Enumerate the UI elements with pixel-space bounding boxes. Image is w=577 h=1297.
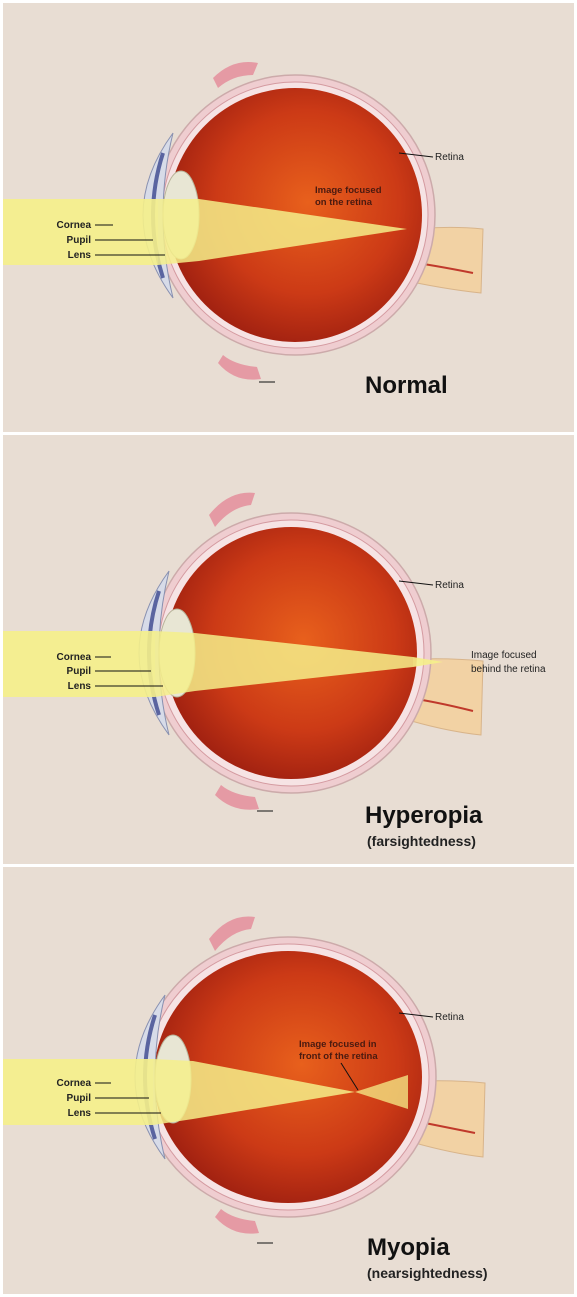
muscle-bottom [215, 785, 259, 810]
eye-diagram-hyperopia: Cornea Pupil Lens Retina Image focused b… [3, 435, 574, 864]
retina-label: Retina [435, 1012, 464, 1023]
focus-note-line2: on the retina [315, 197, 373, 208]
focus-note-line2: front of the retina [299, 1051, 378, 1062]
eye-diagram-normal: Cornea Pupil Lens Retina Image focused o… [3, 3, 574, 432]
focus-note-line2: behind the retina [471, 664, 546, 675]
muscle-bottom [218, 355, 261, 380]
retina-label: Retina [435, 580, 464, 591]
lens-label: Lens [68, 1108, 92, 1119]
condition-caption: Normal [365, 372, 448, 399]
lens-label: Lens [68, 250, 92, 261]
cornea-label: Cornea [57, 1078, 92, 1089]
pupil-label: Pupil [67, 666, 92, 677]
pupil-label: Pupil [67, 235, 92, 246]
cornea-label: Cornea [57, 652, 92, 663]
cornea-label: Cornea [57, 220, 92, 231]
pupil-label: Pupil [67, 1093, 92, 1104]
focus-note-line1: Image focused in [299, 1039, 377, 1050]
focus-note-line1: Image focused [315, 185, 382, 196]
eye-diagram-myopia: Cornea Pupil Lens Retina Image focused i… [3, 867, 574, 1294]
panel-hyperopia: Cornea Pupil Lens Retina Image focused b… [3, 435, 574, 864]
panel-normal: Cornea Pupil Lens Retina Image focused o… [3, 3, 574, 432]
panel-myopia: Cornea Pupil Lens Retina Image focused i… [3, 867, 574, 1294]
condition-caption: Myopia [367, 1234, 450, 1261]
lens-label: Lens [68, 681, 92, 692]
retina-label: Retina [435, 152, 464, 163]
condition-subcaption: (farsightedness) [367, 833, 476, 849]
condition-caption: Hyperopia [365, 802, 483, 829]
condition-subcaption: (nearsightedness) [367, 1265, 488, 1281]
focus-note-line1: Image focused [471, 650, 537, 661]
